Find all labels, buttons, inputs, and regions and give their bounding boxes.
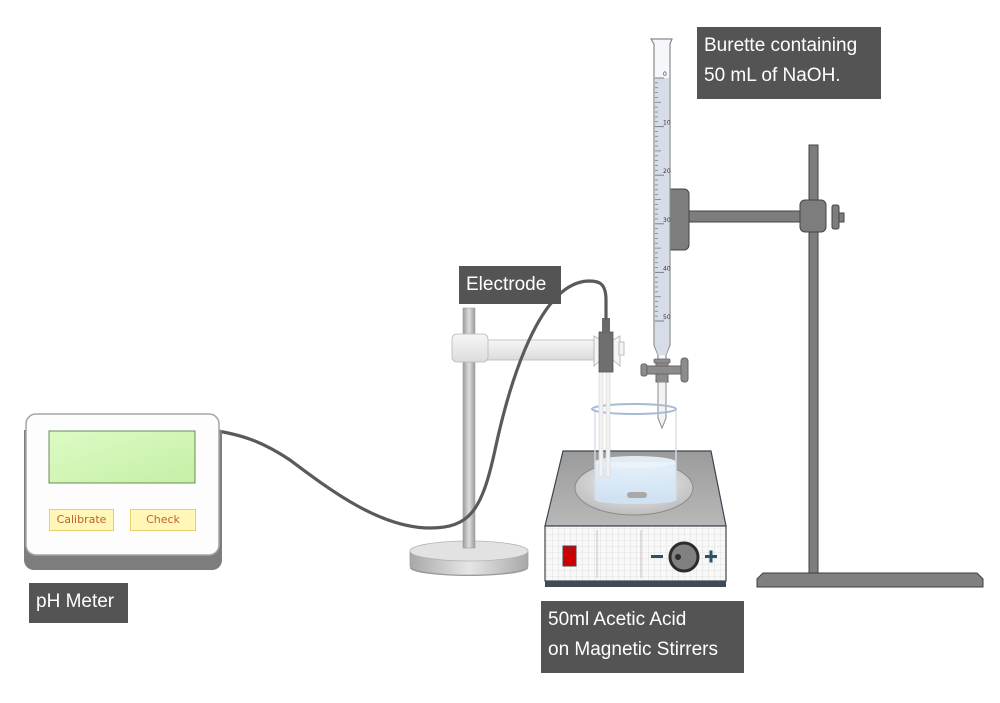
burette-scale-label: 10: [663, 120, 671, 127]
stopcock-handle[interactable]: [680, 357, 689, 383]
electrode-head: [598, 331, 614, 373]
burette-scale-label: 20: [663, 168, 671, 175]
electrode-cable: [216, 279, 608, 530]
burette-scale-label: 40: [663, 265, 671, 272]
electrode-label: Electrode: [459, 266, 561, 304]
stand-rod: [462, 307, 476, 549]
speed-knob[interactable]: [668, 541, 700, 573]
burette-liquid: [654, 78, 670, 345]
ph-meter-label: pH Meter: [29, 583, 128, 623]
ph-display: [48, 430, 196, 484]
burette-scale-label: 50: [663, 314, 671, 321]
burette-scale-label: 30: [663, 217, 671, 224]
stir-bar: [627, 492, 647, 498]
acetic-acid-label: 50ml Acetic Acid on Magnetic Stirrers: [541, 601, 744, 673]
electrode-arm: [484, 339, 602, 361]
minus-icon[interactable]: [651, 555, 663, 558]
power-switch[interactable]: [562, 545, 577, 567]
stand-base: [756, 572, 984, 588]
clamp-screw[interactable]: [831, 204, 840, 230]
electrode-stand: [409, 307, 625, 576]
beaker[interactable]: [591, 403, 677, 504]
calibrate-button[interactable]: Calibrate: [49, 509, 114, 531]
clamp-boss: [799, 199, 827, 233]
check-button[interactable]: Check: [130, 509, 196, 531]
ph-display-value: [49, 431, 195, 483]
burette-label: Burette containing 50 mL of NaOH.: [697, 27, 881, 99]
burette-scale-label: 0: [663, 71, 667, 78]
beaker-rim: [591, 403, 677, 415]
burette-scale: 0 10 20 30 40 50: [655, 71, 671, 322]
burette-stand: [666, 144, 984, 588]
electrode[interactable]: [598, 318, 614, 478]
arm-clamp: [451, 333, 489, 363]
burette[interactable]: 0 10 20 30 40 50: [640, 38, 689, 430]
